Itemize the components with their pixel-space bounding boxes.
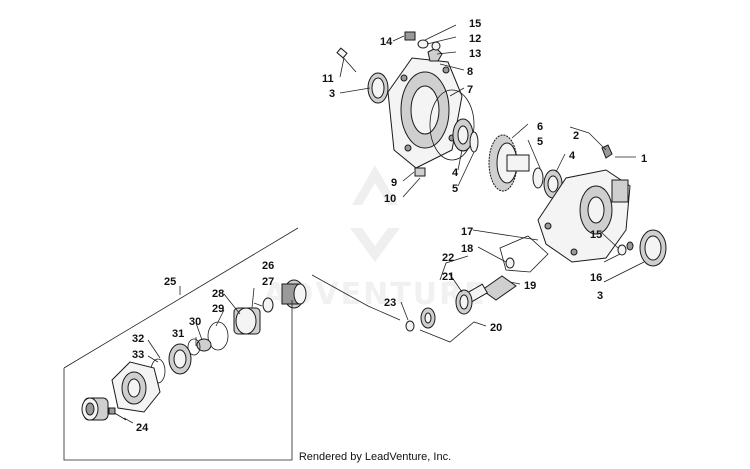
part-bearing-21 xyxy=(455,289,473,315)
part-yoke-26 xyxy=(281,279,307,309)
callout-32: 32 xyxy=(132,333,144,345)
part-ring-27 xyxy=(262,297,274,313)
callout-18: 18 xyxy=(461,243,473,255)
callout-9: 9 xyxy=(391,177,397,189)
part-plug-9 xyxy=(414,167,426,177)
part-washer-12 xyxy=(417,39,429,49)
callout-17: 17 xyxy=(461,226,473,238)
callout-15-right: 15 xyxy=(590,229,602,241)
callout-6: 6 xyxy=(537,121,543,133)
callout-26: 26 xyxy=(262,260,274,272)
callout-24: 24 xyxy=(136,422,149,434)
callout-25: 25 xyxy=(164,276,176,288)
footer-credit: Rendered by LeadVenture, Inc. xyxy=(298,451,452,463)
callout-28: 28 xyxy=(212,288,224,300)
callout-8: 8 xyxy=(467,66,473,78)
callout-2: 2 xyxy=(573,130,579,142)
part-oring-18 xyxy=(505,257,515,269)
part-coupler-28 xyxy=(233,307,261,335)
part-bearing-22 xyxy=(420,307,436,329)
part-ring-23 xyxy=(405,320,415,332)
part-shim-5-upper xyxy=(469,131,479,153)
callout-5-left: 5 xyxy=(452,183,458,195)
callout-3-upper: 3 xyxy=(329,88,335,100)
part-output-yoke xyxy=(81,397,109,421)
callout-4-right: 4 xyxy=(569,150,576,162)
leader-lines xyxy=(63,24,645,461)
callout-3-right: 3 xyxy=(597,290,603,302)
part-bolt-24 xyxy=(108,407,127,421)
part-washer-16 xyxy=(617,244,627,256)
part-seal-32 xyxy=(168,343,192,375)
callout-29: 29 xyxy=(212,303,224,315)
part-bolt-11 xyxy=(336,47,357,73)
callout-labels: 1 2 3 3 4 4 5 5 6 7 8 9 10 11 12 13 14 1… xyxy=(132,18,647,434)
callout-10: 10 xyxy=(384,193,396,205)
callout-33: 33 xyxy=(132,349,144,361)
part-washer-15-right xyxy=(626,241,634,251)
callout-13: 13 xyxy=(469,48,481,60)
callout-16: 16 xyxy=(590,272,602,284)
part-shim-5-right xyxy=(532,167,544,189)
callout-20: 20 xyxy=(490,322,502,334)
callout-7: 7 xyxy=(467,84,473,96)
callout-14: 14 xyxy=(380,36,393,48)
part-cover-plate xyxy=(387,57,463,169)
part-seal-3-upper xyxy=(367,72,389,104)
callout-12: 12 xyxy=(469,33,481,45)
part-housing-1 xyxy=(537,169,631,263)
part-ring-gear-6 xyxy=(488,134,530,192)
part-clip-31 xyxy=(187,338,201,356)
callout-22: 22 xyxy=(442,252,454,264)
callout-5-right: 5 xyxy=(537,136,543,148)
callout-31: 31 xyxy=(172,328,184,340)
callout-19: 19 xyxy=(524,280,536,292)
callout-27: 27 xyxy=(262,276,274,288)
callout-30: 30 xyxy=(189,316,201,328)
callout-4-left: 4 xyxy=(452,167,459,179)
part-housing-output xyxy=(111,361,161,413)
part-washer-15-upper xyxy=(431,41,441,51)
part-oring-8 xyxy=(429,89,475,161)
callout-23: 23 xyxy=(384,297,396,309)
part-bearing-4-upper xyxy=(452,118,474,152)
part-spacer-30 xyxy=(196,338,212,352)
callout-15-upper: 15 xyxy=(469,18,481,30)
callout-11: 11 xyxy=(322,73,334,85)
callout-1: 1 xyxy=(641,153,647,165)
part-cap-14 xyxy=(404,31,416,41)
part-seal-3-right xyxy=(639,229,667,267)
callout-21: 21 xyxy=(442,271,454,283)
